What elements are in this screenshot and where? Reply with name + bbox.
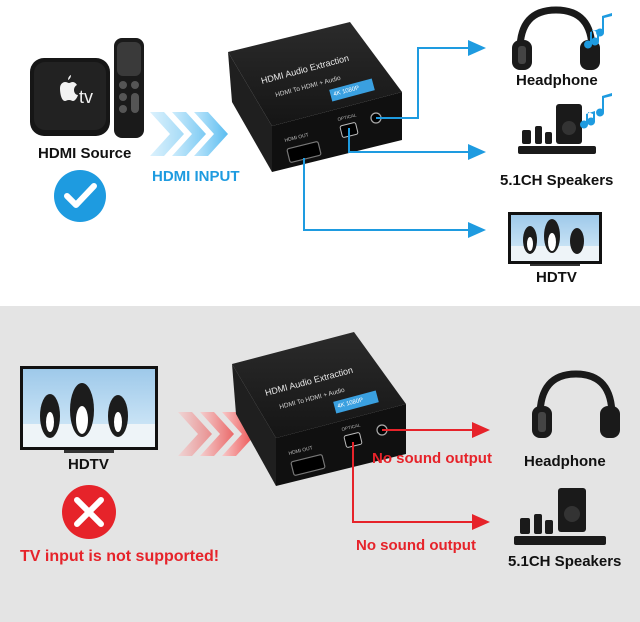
- headphone-icon: [512, 6, 600, 70]
- music-notes-icon-2: [580, 93, 612, 129]
- line-to-speakers: [348, 128, 470, 153]
- no-sound-label-1: No sound output: [372, 450, 492, 467]
- port-label-optical: OPTICAL: [337, 112, 357, 122]
- cross-badge-icon: [62, 485, 116, 539]
- extractor-device: [228, 22, 402, 172]
- arrowhead-hdtv: [468, 222, 486, 238]
- output-label-headphone: Headphone: [516, 72, 598, 89]
- input-label: HDMI INPUT: [152, 168, 240, 185]
- routing-arrowheads-red: [472, 422, 490, 530]
- speakers-icon: [518, 104, 596, 154]
- port-label-hdmi-out-2: HDMI OUT: [288, 445, 313, 457]
- output-label-headphone-2: Headphone: [524, 453, 606, 470]
- hdtv-icon: [508, 212, 602, 266]
- port-label-hdmi-out: HDMI OUT: [284, 132, 309, 144]
- warning-text: TV input is not supported!: [20, 548, 220, 565]
- unsupported-panel: HDMI Audio Extraction HDMI To HDMI + Aud…: [0, 306, 640, 622]
- check-badge-icon: [54, 170, 106, 222]
- line-to-headphone: [376, 47, 470, 119]
- routing-lines: [303, 47, 470, 231]
- speakers-icon-2: [514, 488, 606, 545]
- supported-graphics: tv: [30, 6, 612, 266]
- arrowhead-red-headphone: [472, 422, 490, 438]
- source-label-2: HDTV: [68, 456, 109, 473]
- remote-control-icon: [114, 38, 144, 138]
- unsupported-graphics: HDMI Audio Extraction HDMI To HDMI + Aud…: [20, 332, 620, 545]
- apple-tv-box-icon: [30, 58, 110, 136]
- output-label-speakers: 5.1CH Speakers: [500, 172, 614, 189]
- device-badge-bg-2: [333, 390, 379, 414]
- apple-tv-brand: tv: [79, 87, 93, 107]
- output-label-speakers-2: 5.1CH Speakers: [508, 553, 622, 570]
- no-sound-label-2: No sound output: [356, 537, 476, 554]
- hdmi-out-port-2: [290, 454, 326, 476]
- supported-panel: tv: [0, 0, 640, 306]
- source-hdtv-icon: [20, 366, 158, 453]
- arrowhead-speakers: [468, 144, 486, 160]
- optical-port-2: [343, 432, 363, 448]
- output-label-hdtv: HDTV: [536, 269, 577, 286]
- line-red-speakers: [352, 442, 474, 523]
- arrowhead-red-speakers: [472, 514, 490, 530]
- device-badge-bg: [329, 78, 375, 102]
- input-chevrons-icon: [150, 112, 228, 156]
- music-notes-icon: [584, 13, 612, 49]
- line-to-hdtv: [303, 158, 470, 231]
- routing-arrowheads: [468, 40, 486, 238]
- extractor-device-2: [232, 332, 406, 486]
- source-label: HDMI Source: [38, 145, 132, 162]
- arrowhead-headphone: [468, 40, 486, 56]
- port-label-optical-2: OPTICAL: [341, 422, 361, 432]
- headphone-icon-2: [532, 370, 620, 438]
- hdmi-out-port: [286, 141, 322, 163]
- routing-lines-red: [352, 429, 474, 523]
